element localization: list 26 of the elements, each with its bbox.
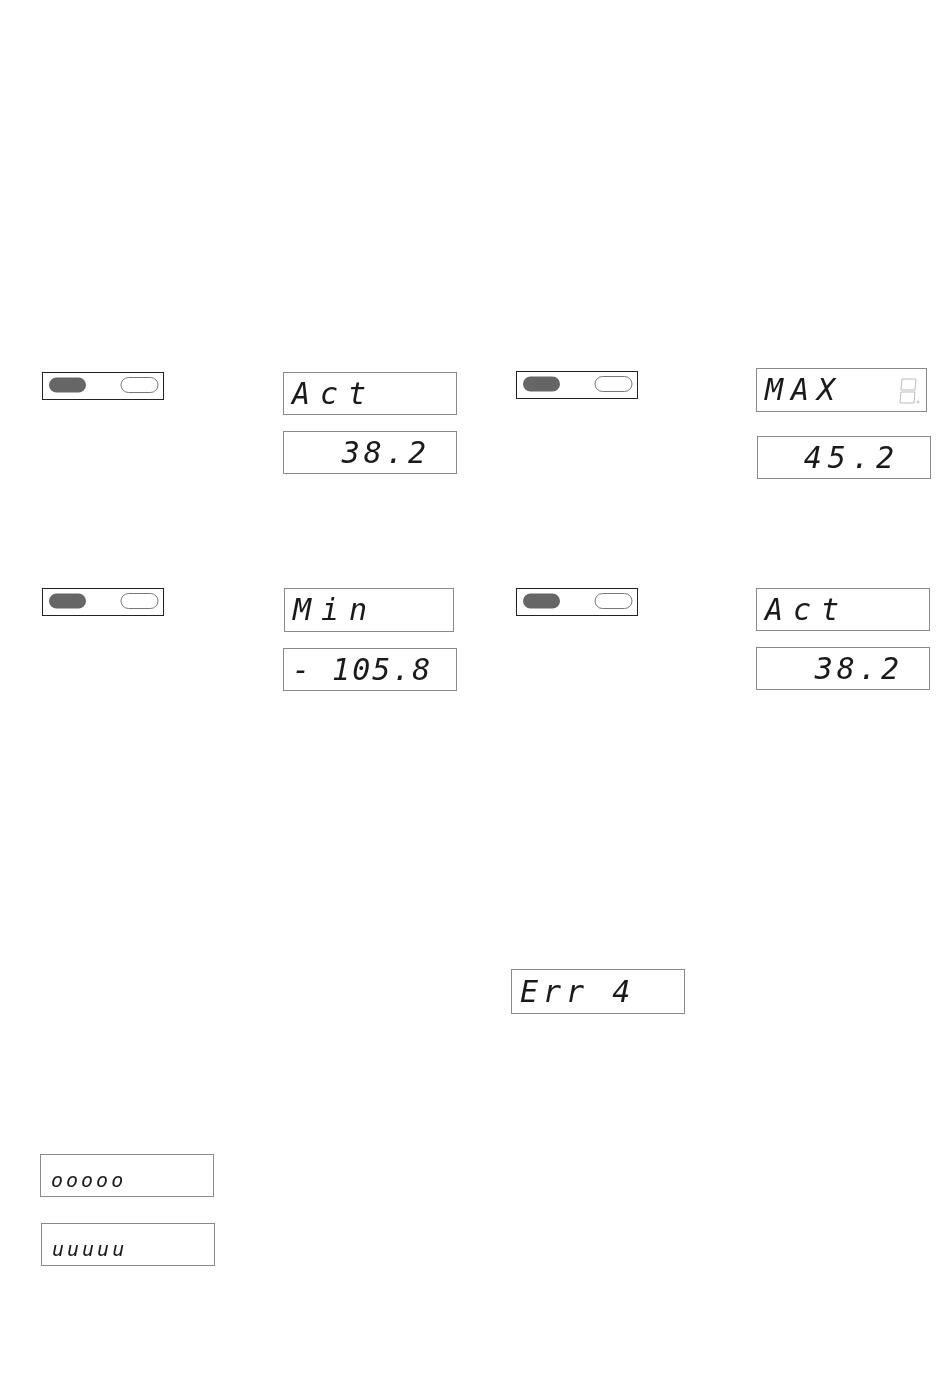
switch-indicator-box [42,372,164,400]
lcd-display [283,648,457,691]
switch-indicator-box [42,588,164,616]
lcd-display [756,368,927,412]
display-readout: MAX [765,375,844,405]
switch-indicator-box [516,588,638,616]
switch-indicator-box [516,371,638,399]
lcd-display [511,969,685,1014]
display-readout: Act [292,378,377,409]
lcd-display [284,588,454,632]
display-readout: Err 4 [520,976,636,1007]
lcd-display [757,436,931,479]
display-readout: uuuuu [52,1239,128,1259]
display-readout: - 105.8 [292,654,433,685]
display-readout: Act [765,594,850,625]
display-readout: Min [293,595,378,625]
display-readout: ooooo [51,1170,127,1190]
display-readout: 38.2 [341,437,430,468]
lcd-display [756,647,930,690]
lcd-display [756,588,930,631]
lcd-display [283,372,457,415]
lcd-display [40,1154,214,1197]
lcd-display [41,1223,215,1266]
lcd-display [283,431,457,474]
display-readout: 38.2 [814,653,903,684]
display-readout: 45.2 [803,442,900,473]
